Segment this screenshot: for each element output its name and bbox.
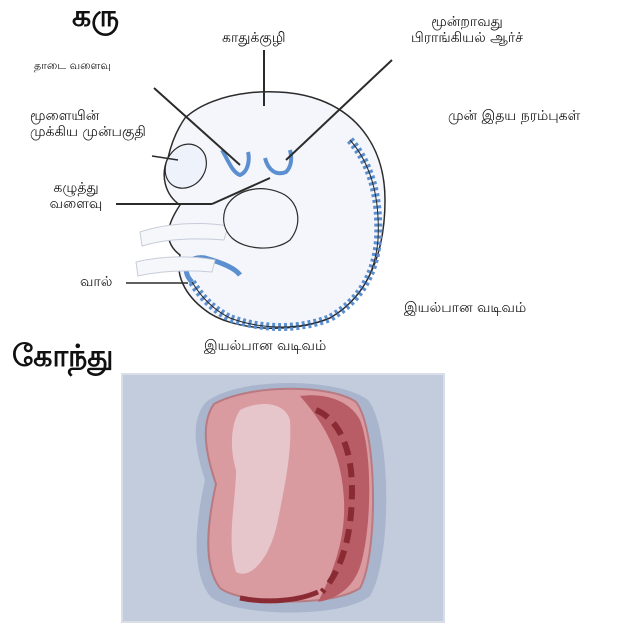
specimen-image (0, 0, 618, 626)
